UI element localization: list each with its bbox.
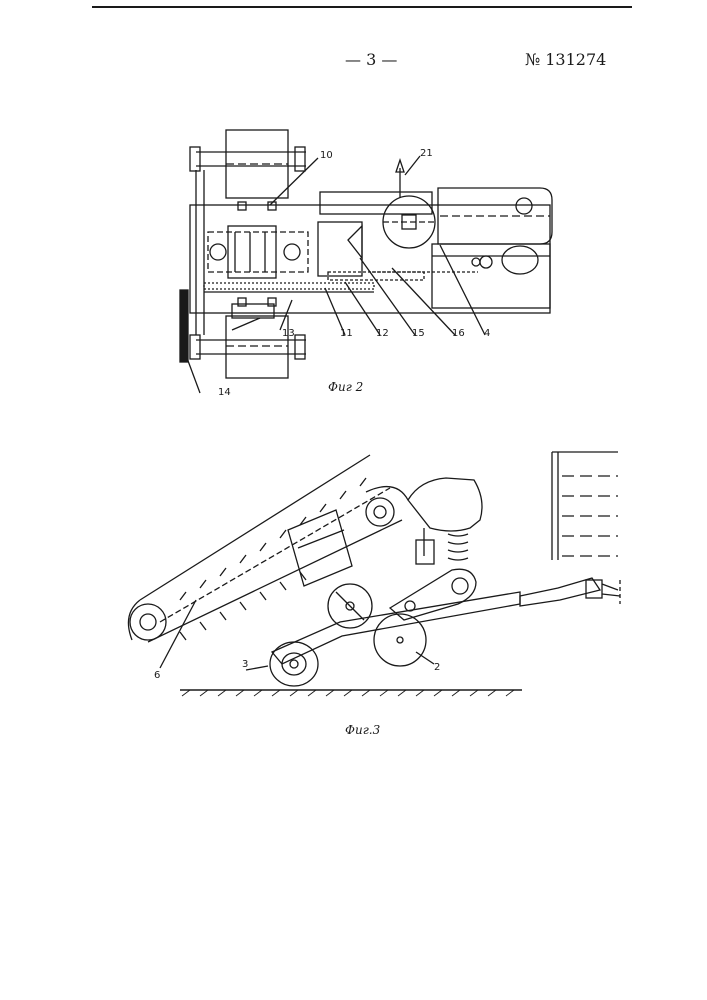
fig2-label-12: 12: [376, 328, 389, 339]
fig2-label-14: 14: [218, 387, 231, 398]
fig3-label-6: 6: [154, 670, 160, 681]
fig3-label-3: 3: [242, 659, 248, 670]
figure-3-drawing: [128, 452, 620, 696]
fig2-label-10: 10: [320, 150, 333, 161]
fig2-label-11: 11: [340, 328, 353, 339]
fig2-label-21: 21: [420, 148, 433, 159]
fig2-label-4: 4: [484, 328, 490, 339]
fig2-label-16: 16: [452, 328, 465, 339]
figure-3-caption: Фиг.3: [345, 723, 380, 737]
figure-2-caption: Фиг 2: [328, 380, 363, 394]
fig3-label-2: 2: [434, 662, 440, 673]
figure-2-drawing: [180, 130, 552, 393]
fig2-label-15: 15: [412, 328, 425, 339]
fig2-label-13: 13: [282, 328, 295, 339]
